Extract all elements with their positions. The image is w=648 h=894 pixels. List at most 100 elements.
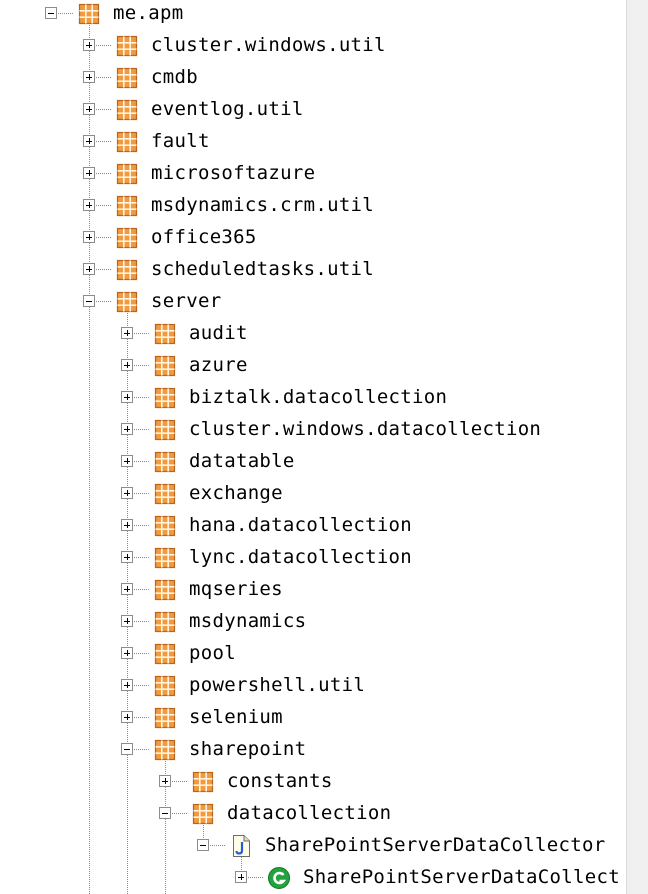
- tree-item-label: constants: [227, 770, 333, 792]
- tree-connector: [89, 109, 111, 110]
- package-icon: [115, 290, 139, 314]
- tree-item-label: mqseries: [189, 578, 283, 600]
- package-icon: [153, 418, 177, 442]
- tree-item-cmdb[interactable]: cmdb: [0, 62, 626, 94]
- package-icon: [115, 98, 139, 122]
- tree-item-label: biztalk.datacollection: [189, 386, 448, 408]
- tree-item-label: cmdb: [151, 66, 198, 88]
- expand-toggle[interactable]: [235, 871, 247, 883]
- tree-item-label: exchange: [189, 482, 283, 504]
- package-icon: [153, 354, 177, 378]
- tree-item-selenium[interactable]: selenium: [0, 702, 626, 734]
- tree-guide-line: [202, 820, 204, 846]
- java-file-icon: [229, 834, 253, 858]
- tree-connector: [127, 685, 149, 686]
- expand-toggle[interactable]: [83, 39, 95, 51]
- tree-item-label: pool: [189, 642, 236, 664]
- collapse-toggle[interactable]: [45, 7, 57, 19]
- tree-item-label: msdynamics.crm.util: [151, 194, 375, 216]
- tree-item-powershell-util[interactable]: powershell.util: [0, 670, 626, 702]
- collapse-toggle[interactable]: [121, 743, 133, 755]
- tree-item-azure[interactable]: azure: [0, 350, 626, 382]
- expand-toggle[interactable]: [121, 359, 133, 371]
- tree-guide-line: [240, 852, 242, 878]
- tree-item-sharepointserverdatacollect[interactable]: SharePointServerDataCollect: [0, 862, 626, 894]
- tree-connector: [127, 653, 149, 654]
- vertical-scrollbar[interactable]: [626, 0, 648, 894]
- tree-item-hana-datacollection[interactable]: hana.datacollection: [0, 510, 626, 542]
- tree-connector: [89, 301, 111, 302]
- package-icon: [115, 194, 139, 218]
- tree-item-msdynamics[interactable]: msdynamics: [0, 606, 626, 638]
- tree-item-label: eventlog.util: [151, 98, 304, 120]
- expand-toggle[interactable]: [121, 423, 133, 435]
- tree-connector: [89, 173, 111, 174]
- tree-item-label: msdynamics: [189, 610, 307, 632]
- tree-item-exchange[interactable]: exchange: [0, 478, 626, 510]
- expand-toggle[interactable]: [83, 263, 95, 275]
- tree-connector: [51, 13, 73, 14]
- package-icon: [115, 258, 139, 282]
- tree-connector: [127, 749, 149, 750]
- tree-item-label: audit: [189, 322, 248, 344]
- tree-connector: [127, 493, 149, 494]
- collapse-toggle[interactable]: [197, 839, 209, 851]
- tree-item-label: server: [151, 290, 222, 312]
- tree-connector: [127, 557, 149, 558]
- package-icon: [191, 802, 215, 826]
- package-icon: [115, 66, 139, 90]
- package-icon: [153, 610, 177, 634]
- tree-item-scheduledtasks-util[interactable]: scheduledtasks.util: [0, 254, 626, 286]
- expand-toggle[interactable]: [121, 455, 133, 467]
- tree-guide-line: [164, 756, 166, 894]
- tree-item-label: me.apm: [113, 2, 184, 24]
- tree-item-sharepoint[interactable]: sharepoint: [0, 734, 626, 766]
- tree-item-me-apm[interactable]: me.apm: [0, 0, 626, 30]
- tree-item-pool[interactable]: pool: [0, 638, 626, 670]
- tree-item-fault[interactable]: fault: [0, 126, 626, 158]
- tree-item-msdynamics-crm-util[interactable]: msdynamics.crm.util: [0, 190, 626, 222]
- expand-toggle[interactable]: [121, 615, 133, 627]
- tree-item-datatable[interactable]: datatable: [0, 446, 626, 478]
- tree-item-sharepointserverdatacollector[interactable]: SharePointServerDataCollector: [0, 830, 626, 862]
- expand-toggle[interactable]: [121, 327, 133, 339]
- expand-toggle[interactable]: [83, 231, 95, 243]
- expand-toggle[interactable]: [121, 391, 133, 403]
- collapse-toggle[interactable]: [83, 295, 95, 307]
- tree-item-label: cluster.windows.util: [151, 34, 386, 56]
- expand-toggle[interactable]: [121, 679, 133, 691]
- tree-item-office365[interactable]: office365: [0, 222, 626, 254]
- tree-item-cluster-windows-util[interactable]: cluster.windows.util: [0, 30, 626, 62]
- tree-connector: [241, 877, 263, 878]
- tree-connector: [165, 781, 187, 782]
- expand-toggle[interactable]: [159, 775, 171, 787]
- tree-item-mqseries[interactable]: mqseries: [0, 574, 626, 606]
- expand-toggle[interactable]: [83, 199, 95, 211]
- tree-item-audit[interactable]: audit: [0, 318, 626, 350]
- package-icon: [115, 130, 139, 154]
- expand-toggle[interactable]: [83, 103, 95, 115]
- tree-item-microsoftazure[interactable]: microsoftazure: [0, 158, 626, 190]
- tree-item-server[interactable]: server: [0, 286, 626, 318]
- tree-connector: [203, 845, 225, 846]
- expand-toggle[interactable]: [83, 167, 95, 179]
- expand-toggle[interactable]: [83, 135, 95, 147]
- expand-toggle[interactable]: [121, 711, 133, 723]
- package-icon: [153, 578, 177, 602]
- expand-toggle[interactable]: [121, 583, 133, 595]
- tree-item-constants[interactable]: constants: [0, 766, 626, 798]
- tree-item-eventlog-util[interactable]: eventlog.util: [0, 94, 626, 126]
- tree-item-label: datacollection: [227, 802, 392, 824]
- tree-item-lync-datacollection[interactable]: lync.datacollection: [0, 542, 626, 574]
- tree-item-cluster-windows-datacollection[interactable]: cluster.windows.datacollection: [0, 414, 626, 446]
- expand-toggle[interactable]: [121, 551, 133, 563]
- collapse-toggle[interactable]: [159, 807, 171, 819]
- expand-toggle[interactable]: [121, 647, 133, 659]
- tree-item-datacollection[interactable]: datacollection: [0, 798, 626, 830]
- expand-toggle[interactable]: [121, 487, 133, 499]
- tree-connector: [127, 717, 149, 718]
- expand-toggle[interactable]: [121, 519, 133, 531]
- tree-item-biztalk-datacollection[interactable]: biztalk.datacollection: [0, 382, 626, 414]
- tree-connector: [165, 813, 187, 814]
- expand-toggle[interactable]: [83, 71, 95, 83]
